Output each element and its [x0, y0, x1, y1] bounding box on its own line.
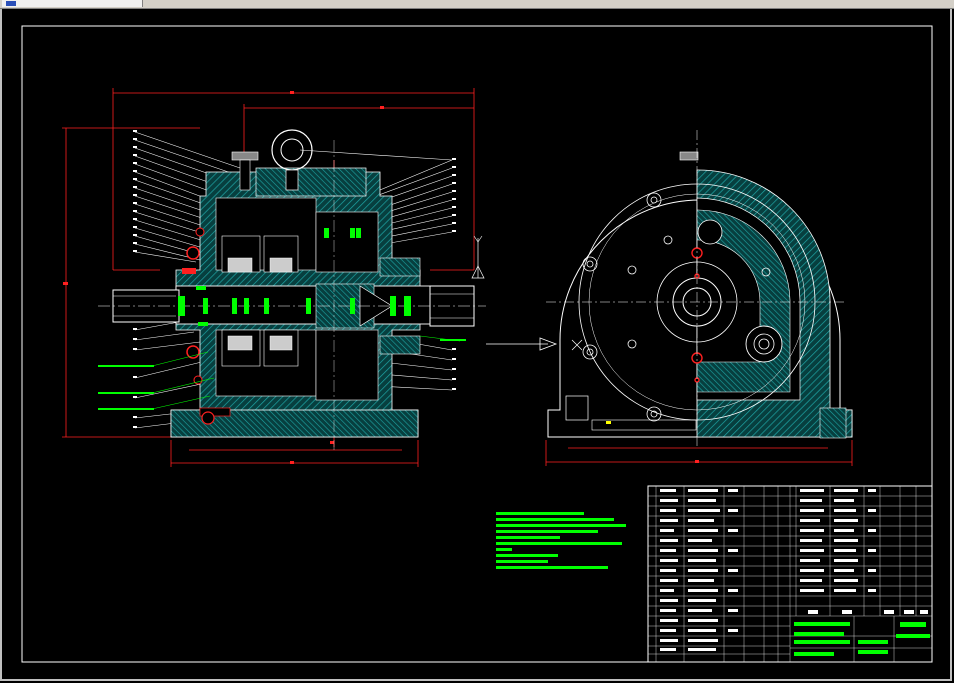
- green-note-text-bars: [98, 339, 466, 410]
- front-dimension-marks: [63, 91, 384, 464]
- planet-gear-stage: [221, 235, 299, 367]
- green-leader-lines: [151, 335, 461, 410]
- upper-right-cavity: [315, 211, 379, 273]
- sheet-border: [21, 25, 933, 663]
- note-line: [496, 548, 512, 551]
- side-section-view: [545, 130, 853, 466]
- note-line: [496, 524, 626, 527]
- front-section-view: [62, 88, 558, 467]
- note-line: [496, 560, 548, 563]
- technical-notes: [496, 506, 636, 576]
- note-line: [496, 566, 608, 569]
- planet-gear: [745, 325, 783, 363]
- document-icon: [6, 1, 16, 6]
- right-balloon-ticks: [452, 158, 456, 390]
- lower-right-cavity: [315, 329, 379, 401]
- window-topbar: [0, 0, 954, 9]
- document-tab[interactable]: [2, 0, 143, 7]
- note-line: [496, 518, 614, 521]
- note-line: [496, 536, 560, 539]
- note-line: [496, 554, 558, 557]
- lifting-eye: [271, 129, 313, 171]
- note-line: [496, 530, 598, 533]
- vent-plug: [231, 151, 259, 161]
- section-arrow: [471, 235, 558, 351]
- note-line: [496, 542, 622, 545]
- top-cover: [255, 167, 367, 197]
- note-line: [496, 512, 584, 515]
- title-block-table: [647, 485, 933, 663]
- green-bearing-marks: [178, 228, 411, 326]
- left-balloon-ticks: [133, 130, 137, 428]
